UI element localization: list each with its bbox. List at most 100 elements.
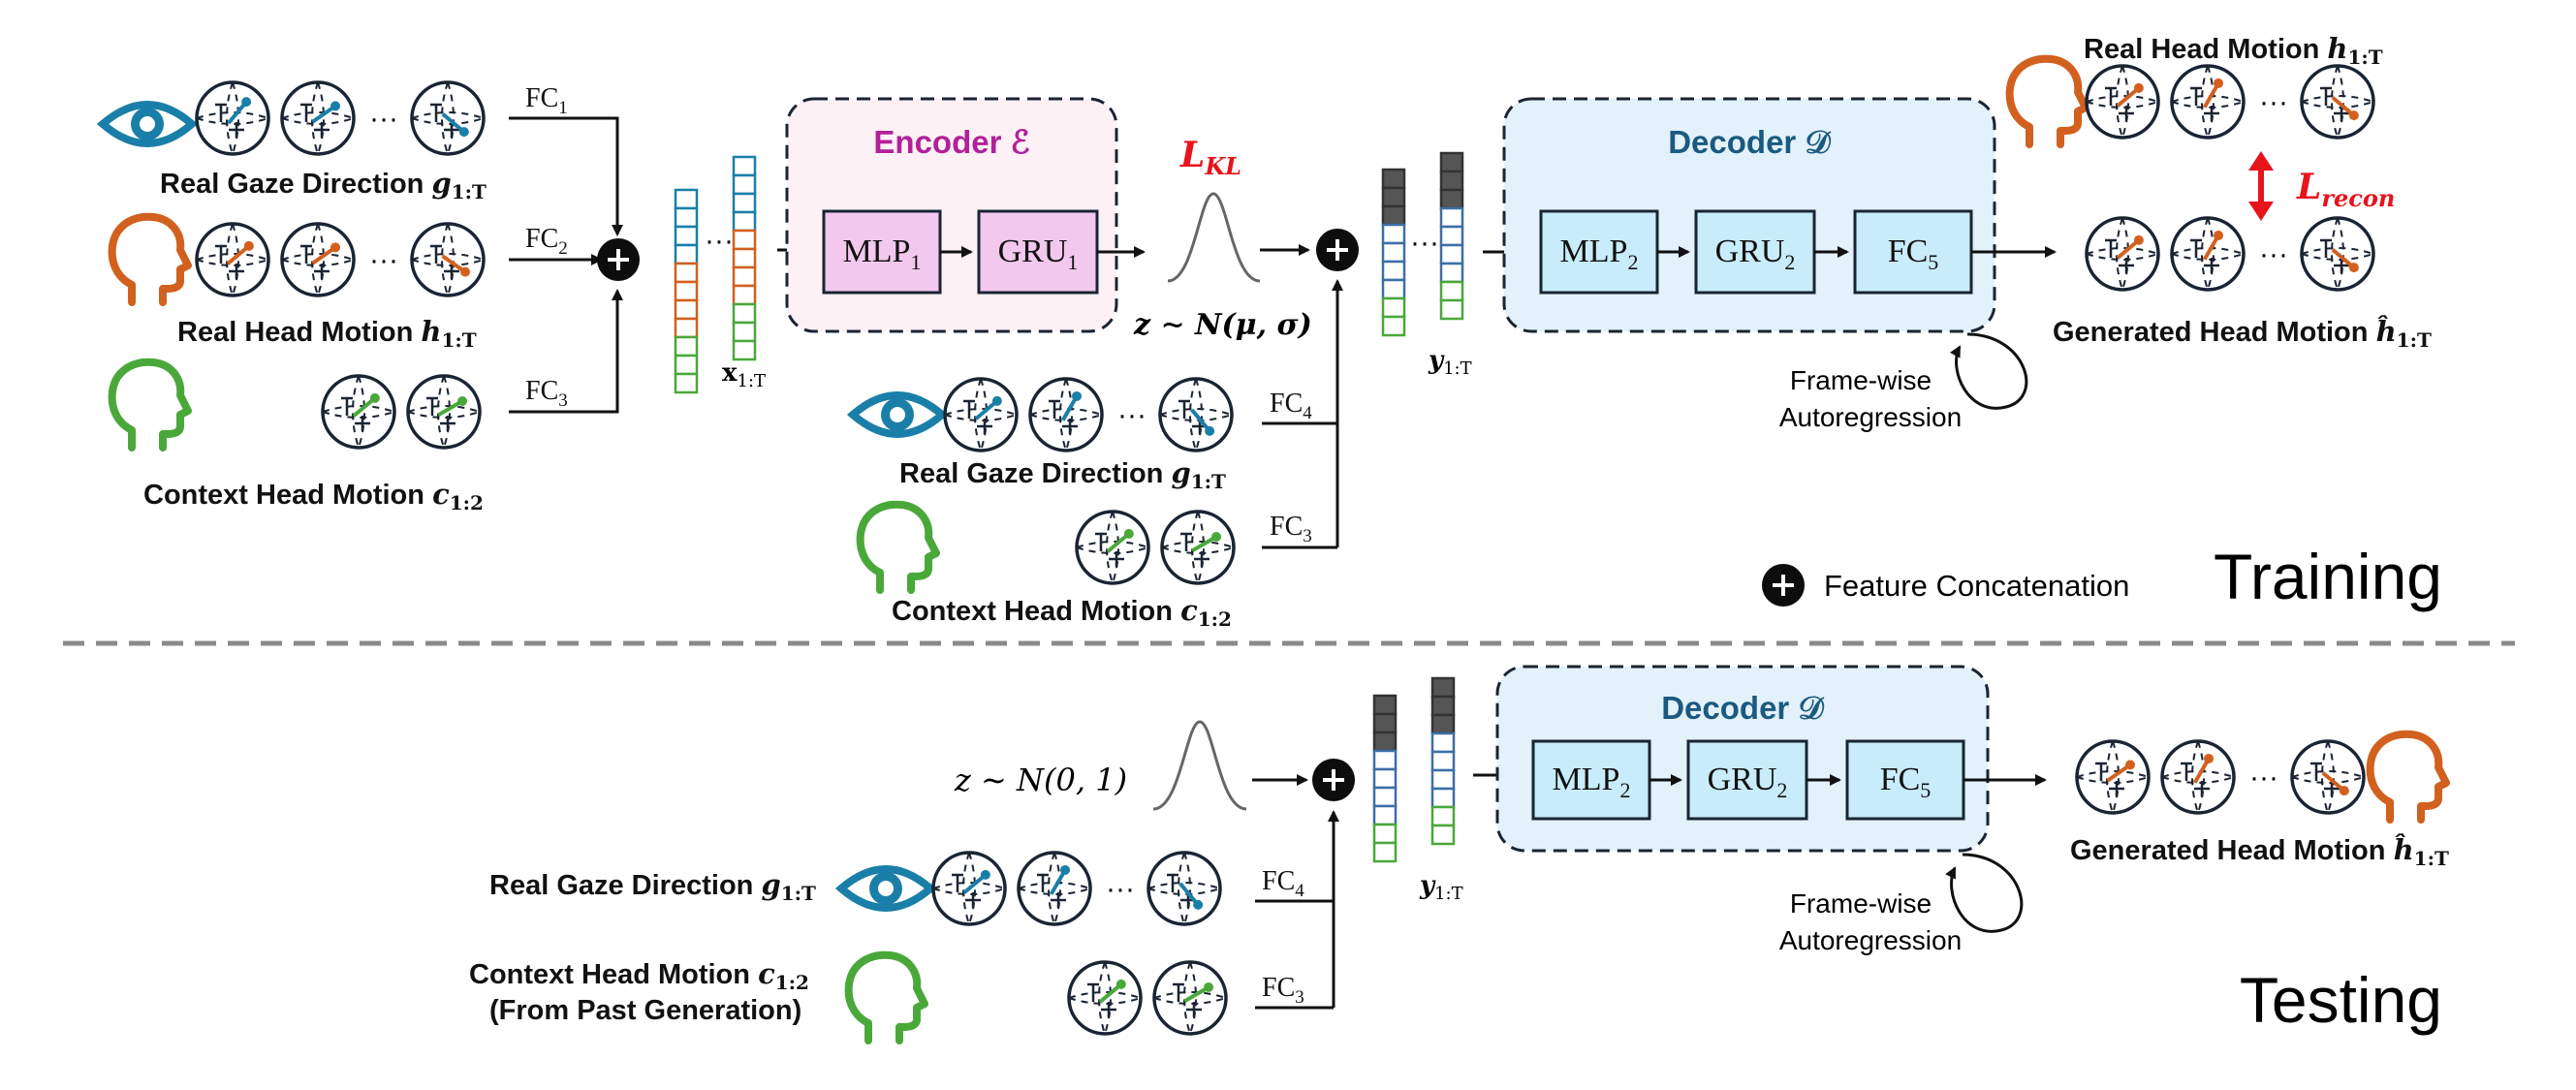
head-icon — [849, 955, 925, 1041]
generated-head-globes-row: ··· — [2085, 216, 2375, 292]
globe-icon — [2290, 739, 2366, 815]
globe-icon — [2300, 216, 2375, 292]
globe-icon — [1017, 851, 1092, 926]
mlp2-box — [1539, 209, 1659, 295]
globe-icon — [280, 222, 356, 297]
context-head-motion-label: Context Head Motion c1:2 — [469, 957, 809, 994]
globe-icon — [2170, 216, 2246, 292]
svg-text:GRU2: GRU2 — [1708, 762, 1788, 802]
training-section: ··· ··· Real Gaze Direction g1:T Real He… — [103, 32, 2442, 631]
gaze-direction-label: Real Gaze Direction g1:T — [160, 167, 487, 203]
head-icon — [2371, 734, 2446, 820]
decoder-title: Decoder 𝒟 — [1668, 124, 1832, 160]
head-icon — [112, 217, 188, 302]
globe-icon — [931, 851, 1007, 926]
globe-icon — [2085, 64, 2160, 140]
y-feature-stack: ··· — [1381, 151, 1464, 337]
ellipsis: ··· — [2259, 86, 2288, 118]
context-globes-row — [321, 374, 482, 450]
gaze-globes-row: ··· — [195, 80, 486, 156]
recon-loss-arrow — [2248, 151, 2274, 221]
svg-text:GRU2: GRU2 — [1715, 234, 1796, 274]
concat-node — [597, 238, 640, 281]
globe-icon — [1152, 960, 1228, 1036]
concat-node — [1316, 229, 1359, 271]
y-label: y1:T — [1419, 871, 1463, 904]
encoder-title: Encoder ℰ — [873, 124, 1029, 160]
mlp2-box — [1531, 739, 1651, 821]
recon-loss-label: Lrecon — [2296, 167, 2395, 212]
globe-icon — [1028, 377, 1104, 452]
svg-text:MLP2: MLP2 — [1553, 762, 1631, 802]
ellipsis: ··· — [369, 244, 398, 276]
real-head-motion-label: Real Head Motion h1:T — [2084, 32, 2383, 69]
real-head-globes-row: ··· — [2085, 64, 2375, 140]
globe-icon — [1160, 510, 1236, 585]
z-distribution-label: z ∼ N(μ, σ) — [1133, 308, 1312, 342]
globe-icon — [406, 374, 482, 450]
globe-icon — [1147, 851, 1222, 926]
globe-icon — [280, 80, 356, 156]
gaze-globes-row: ··· — [931, 851, 1222, 926]
z-distribution-label: z ∼ N(0, 1) — [954, 762, 1127, 798]
ellipsis: ··· — [1410, 227, 1439, 259]
eye-icon — [103, 105, 192, 143]
decoder-block: Decoder 𝒟 MLP2 GRU2 FC5 — [1502, 97, 2057, 333]
generated-head-motion-label: Generated Head Motion ĥ1:T — [2070, 832, 2449, 870]
globe-icon — [2075, 739, 2151, 815]
x-feature-stack: ··· — [674, 155, 757, 394]
globe-icon — [2300, 64, 2375, 140]
gaze-direction-label: Real Gaze Direction g1:T — [489, 868, 816, 905]
globe-icon — [321, 374, 396, 450]
globe-icon — [2085, 216, 2160, 292]
fc2-label: FC2 — [525, 224, 568, 259]
gru2-box — [1686, 739, 1808, 821]
svg-text:GRU1: GRU1 — [998, 234, 1079, 274]
globe-icon — [1158, 377, 1234, 452]
gaze-direction-label: Real Gaze Direction g1:T — [899, 456, 1226, 493]
head-icon — [112, 362, 188, 448]
autoregression-label: Autoregression — [1779, 925, 1962, 955]
decoder-title: Decoder 𝒟 — [1661, 690, 1825, 726]
legend-label: Feature Concatenation — [1824, 569, 2129, 603]
testing-section: z ∼ N(0, 1) FC4 FC3 Real Gaze Direction … — [469, 665, 2449, 1041]
globe-icon — [410, 80, 486, 156]
fc1-label: FC1 — [525, 83, 568, 118]
testing-section-label: Testing — [2240, 964, 2442, 1036]
mlp1-box — [822, 209, 942, 295]
concat-node — [1312, 759, 1355, 801]
head-icon — [861, 505, 936, 590]
decoder-block: Decoder 𝒟 MLP2 GRU2 FC5 — [1495, 665, 2047, 853]
eye-icon — [841, 869, 930, 908]
context-note-label: (From Past Generation) — [489, 995, 801, 1026]
svg-text:FC5: FC5 — [1880, 762, 1932, 802]
generated-head-motion-label: Generated Head Motion ĥ1:T — [2053, 314, 2432, 352]
globe-icon — [410, 222, 486, 297]
fc4-label: FC4 — [1270, 389, 1312, 423]
svg-text:MLP1: MLP1 — [843, 234, 922, 274]
fc3-label: FC3 — [1270, 512, 1312, 546]
context-head-motion-label: Context Head Motion c1:2 — [892, 594, 1232, 631]
globe-icon — [2160, 739, 2236, 815]
globe-icon — [2170, 64, 2246, 140]
globe-icon — [943, 377, 1019, 452]
gru2-box — [1694, 209, 1816, 295]
gaussian-curve — [1152, 720, 1247, 811]
globe-icon — [195, 80, 270, 156]
globe-icon — [1075, 510, 1150, 585]
svg-text:MLP2: MLP2 — [1560, 234, 1639, 274]
context-globes-row — [1067, 960, 1228, 1036]
head-motion-label: Real Head Motion h1:T — [177, 315, 477, 352]
fc3-label: FC3 — [1262, 973, 1304, 1008]
concat-legend: Feature Concatenation — [1762, 564, 2129, 607]
autoregression-label: Autoregression — [1779, 402, 1962, 432]
svg-text:FC5: FC5 — [1888, 234, 1939, 274]
head-globes-row: ··· — [195, 222, 486, 297]
ellipsis: ··· — [2249, 762, 2278, 794]
training-section-label: Training — [2214, 541, 2442, 612]
y-label: y1:T — [1428, 346, 1472, 379]
kl-loss-label: LKL — [1179, 135, 1241, 180]
autoregression-loop — [1945, 853, 2024, 933]
eye-icon — [853, 395, 942, 434]
